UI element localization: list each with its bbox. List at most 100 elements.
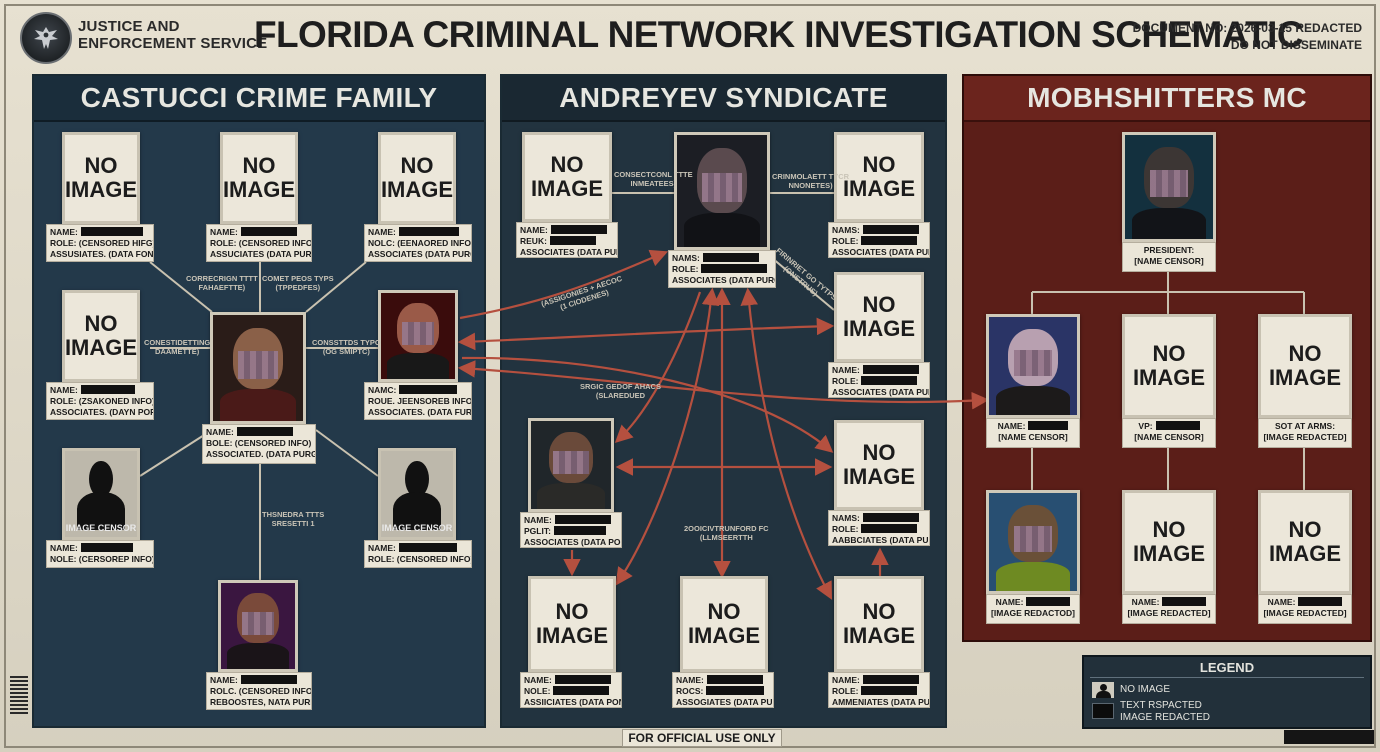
redacted-portrait: [986, 490, 1080, 594]
image-censor-label: IMAGE CENSOR: [65, 523, 137, 533]
face-pixelation: [238, 351, 278, 379]
role-label: ROLE:: [832, 686, 859, 696]
redaction-bar: [240, 227, 297, 236]
name-label: NAME:: [520, 225, 548, 235]
role-label: ROLE:: [832, 376, 859, 386]
name-label: NAME:: [210, 227, 238, 237]
no-image-text-2: IMAGE: [1268, 365, 1342, 390]
role-text: ROLC. (CENSORED INFO): [210, 686, 312, 696]
no-image-text-1: NO: [400, 153, 434, 178]
eagle-seal-icon: [20, 12, 72, 64]
no-image-text-1: NO: [862, 440, 896, 465]
agency-line-1: JUSTICE AND: [78, 18, 180, 35]
castucci-panel-title: CASTUCCI CRIME FAMILY: [34, 76, 484, 122]
role-label: VP:: [1138, 421, 1153, 431]
redaction-bar: [398, 543, 457, 552]
legend-item-image-redacted: IMAGE REDACTED: [1120, 712, 1211, 723]
no-image-text-1: NO: [555, 599, 589, 624]
no-image-text-2: IMAGE: [64, 335, 138, 360]
no-image-text-1: NO: [84, 311, 118, 336]
role-label: ROCS:: [676, 686, 704, 696]
link-label: 2OOICIVTRUNFORD FC(LLMSEERTTH: [684, 524, 769, 542]
link-label-line: DAAMETTE): [155, 347, 200, 356]
role-label: PGLIT:: [524, 526, 551, 536]
role-text: NOLC: (EENAORED INFO): [368, 238, 472, 248]
silhouette-head-icon: [405, 461, 429, 498]
member-info: NAME: NOLE: ASSIICIATES (DATA PONGED): [520, 672, 622, 708]
legend: LEGEND NO IMAGE TEXT RSPACTED IMAGE REDA…: [1082, 655, 1372, 729]
agency-name: JUSTICE AND ENFORCEMENT SERVICE: [78, 18, 267, 52]
link-label-line: (LLMSEERTTH: [699, 533, 753, 542]
redacted-portrait: [210, 312, 306, 424]
name-label: NAME:: [368, 227, 396, 237]
link-label: SRGIC GEDOF AHACS(SLAREDUED: [580, 382, 661, 400]
link-label-line: CONSECTCONL TTTE: [614, 170, 693, 179]
name-label: NAMS:: [832, 513, 860, 523]
redaction-bar: [862, 225, 919, 234]
member-info: NAME: ROLE: AMMENIATES (DATA PURGER): [828, 672, 930, 708]
face-pixelation: [553, 450, 589, 474]
name-text: [IMAGE REDACTED]: [1263, 608, 1347, 618]
role-label: SOT AT ARMS:: [1274, 421, 1336, 431]
redaction-bar: [861, 686, 918, 695]
redacted-portrait: [218, 580, 298, 672]
link-label-line: COMET PEOS TYPS: [262, 274, 334, 283]
page-title: FLORIDA CRIMINAL NETWORK INVESTIGATION S…: [254, 14, 1304, 55]
redacted-portrait: [528, 418, 614, 512]
redacted-portrait: [378, 290, 458, 382]
redacted-portrait: [674, 132, 770, 250]
redaction-bar: [554, 675, 611, 684]
face-pixelation: [1013, 350, 1053, 376]
name-label: NAME:: [832, 675, 860, 685]
member-info: NAME: ROLE: (ZSAKONED INFO) ASSOCIATES. …: [46, 382, 154, 420]
associates-text: ASSOCIATES (DATA PURGEG): [368, 249, 471, 259]
name-label: NAME:: [368, 543, 396, 553]
link-label-line: (TPPEDFES): [275, 283, 321, 292]
name-label: NAME:: [50, 543, 78, 553]
member-info: NAME: ROLC. (CENSORED INFO) REBOOSTES, N…: [206, 672, 312, 710]
silhouette-body-icon: [76, 492, 126, 531]
role-text: ROLE: (CENSORED HIFG): [50, 238, 154, 248]
redaction-bar: [80, 385, 135, 394]
redaction-bar: [80, 543, 133, 552]
portrait-torso: [386, 353, 450, 379]
member-info: NAME: ROLE: (CENSORED INFO): [364, 540, 472, 568]
link-label-line: SRGIC GEDOF AHACS: [580, 382, 661, 391]
name-label: NAME:: [524, 515, 552, 525]
redaction-bar: [861, 524, 918, 533]
name-label: NAMS:: [832, 225, 860, 235]
andreyev-panel-title: ANDREYEV SYNDICATE: [502, 76, 945, 122]
name-label: NAMS:: [672, 253, 700, 263]
member-info: NAME: ROLE: ASSOCIATES (DATA PURGED): [828, 362, 930, 398]
role-label: PRESIDENT:: [1143, 245, 1195, 255]
redaction-bar: [398, 227, 459, 236]
no-image-text-2: IMAGE: [1132, 541, 1206, 566]
face-pixelation: [702, 173, 742, 203]
redaction-bar: [240, 675, 297, 684]
dissemination-warning: DO NOT DISSEMINATE: [1230, 38, 1362, 52]
redaction-bar: [553, 686, 610, 695]
mob-panel-title: MOBHSHITTERS MC: [964, 76, 1370, 122]
link-label-line: CONESTIDETTING: [144, 338, 211, 347]
member-info: NAME: ROLE: (CENSORED INFO) ASSUCIATES (…: [206, 224, 312, 262]
role-text: NOLE: (CERSOREP INFO): [50, 554, 154, 564]
agency-line-2: ENFORCEMENT SERVICE: [78, 35, 268, 52]
no-image-text-1: NO: [550, 152, 584, 177]
redaction-bar: [1298, 597, 1343, 606]
role-label: REUK:: [520, 236, 547, 246]
associates-text: REBOOSTES, NATA PUREEC): [210, 697, 311, 707]
associates-text: ASSUSIATES. (DATA FONISD): [50, 249, 154, 259]
link-label: COMET PEOS TYPS(TPPEDFES): [262, 274, 334, 292]
person-head-icon: [1100, 684, 1107, 691]
